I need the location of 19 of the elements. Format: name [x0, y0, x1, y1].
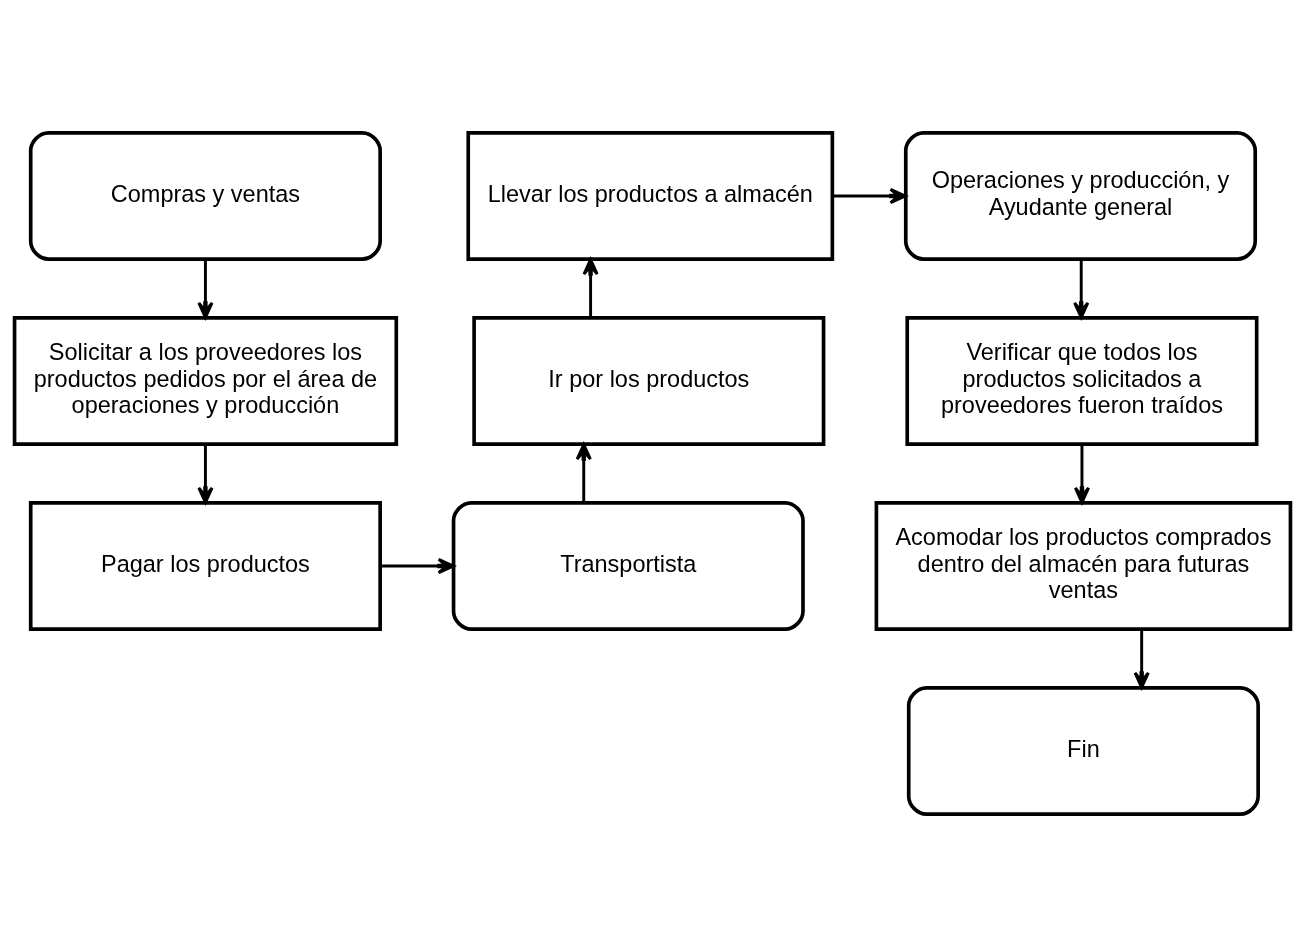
node-box: Pagar los productos: [28, 501, 382, 631]
arrow: [197, 444, 214, 504]
arrow: [1133, 629, 1150, 689]
arrow: [197, 259, 214, 319]
node-box: Llevar los productos a almacén: [466, 131, 835, 261]
node-box: Transportista: [451, 501, 805, 631]
node-box: Verificar que todos los productos solicitados a proveedores fueron traídos: [905, 316, 1259, 446]
arrow: [380, 557, 455, 575]
arrow: [832, 187, 907, 205]
arrow: [582, 258, 599, 318]
node-box: Ir por los productos: [472, 316, 826, 446]
arrow: [1073, 259, 1090, 319]
node-box: Acomodar los productos comprados dentro del almacén para futuras ventas: [874, 501, 1293, 631]
node-box: Solicitar a los proveedores los productos pedidos por el área de operaciones y producción: [12, 316, 399, 446]
arrow: [1073, 444, 1091, 504]
node-box: Operaciones y producción, y Ayudante general: [903, 131, 1258, 261]
node-box: Fin: [906, 686, 1260, 816]
arrow: [575, 443, 592, 503]
node-box: Compras y ventas: [28, 131, 382, 261]
